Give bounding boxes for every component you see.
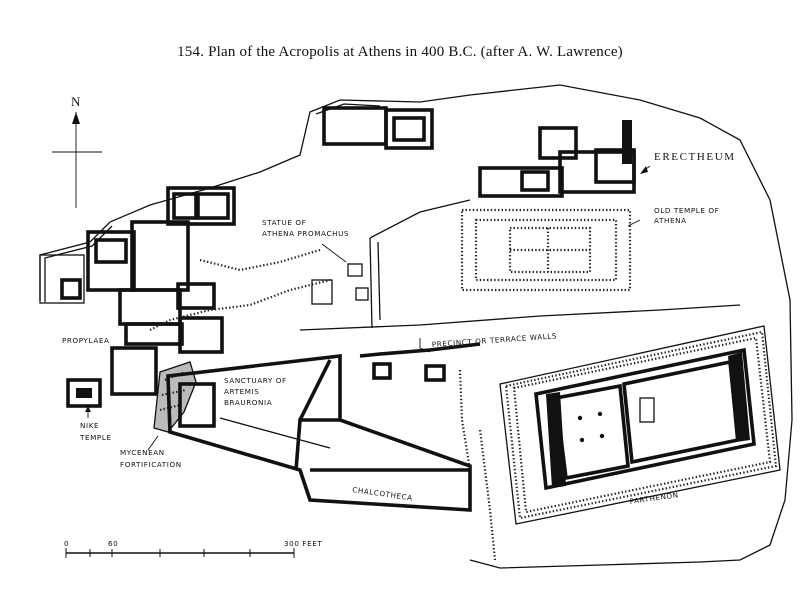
label-nike-1: NIKE [80,421,99,430]
label-chalcotheca: CHALCOTHECA [352,485,414,502]
label-erectheum: ERECTHEUM [654,151,736,163]
label-sanctuary-1: SANCTUARY OF [224,376,287,385]
sanctuary-and-chalcotheca [166,353,497,561]
label-old-temple-2: ATHENA [654,216,687,225]
old-temple-of-athena [460,208,641,292]
scale-start: 0 [64,539,69,548]
scale-bar: 0 60 300 FEET [64,539,322,558]
outer-wall [39,84,793,569]
label-nike-2: TEMPLE [79,433,112,442]
label-propylaea: PROPYLAEA [62,336,110,345]
mycenean-fortification [153,361,197,433]
label-parthenon: PARTHENON [629,490,679,506]
label-mycenean-1: MYCENEAN [120,448,165,457]
scale-mid: 60 [108,539,118,548]
propylaea-buildings [39,186,331,396]
label-old-temple-1: OLD TEMPLE OF [654,206,719,215]
label-mycenean-2: FORTIFICATION [120,460,182,469]
north-label: N [71,94,81,109]
mycenean-pointer [147,435,159,451]
label-precinct: PRECINCT OR TERRACE WALLS [432,331,558,349]
precinct-wall-marker [359,338,481,382]
scale-end: 300 FEET [284,539,322,548]
label-statue-1: STATUE OF [262,218,306,227]
label-sanctuary-3: BRAURONIA [224,398,272,407]
parthenon [499,325,781,525]
north-buildings [322,106,434,150]
erectheum [478,120,651,198]
nike-temple [66,378,102,418]
statue-athena-promachus [311,243,369,305]
page-title: 154. Plan of the Acropolis at Athens in … [177,44,623,60]
label-sanctuary-2: ARTEMIS [224,387,259,396]
north-arrow-icon: N [52,94,102,208]
label-statue-2: ATHENA PROMACHUS [262,229,349,238]
